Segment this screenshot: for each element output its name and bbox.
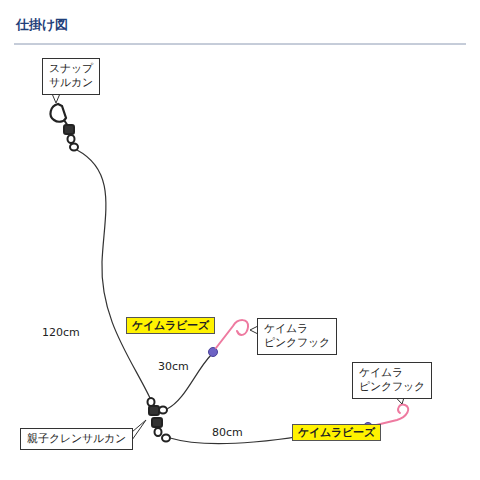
diagram-title: 仕掛け図: [16, 16, 68, 34]
triple-swivel: [148, 398, 171, 442]
callout-box: 親子クレンサルカン: [20, 428, 133, 450]
part-name: ケイムラビーズ: [298, 426, 375, 439]
hook: [372, 405, 408, 426]
callout-tail: [132, 420, 146, 440]
callout-box: ケイムラ ピンクフック: [257, 318, 337, 355]
main-line: [77, 150, 150, 398]
dimension-label: 30cm: [156, 360, 191, 373]
snap-swivel: [51, 104, 78, 151]
part-name: ケイムラビーズ: [132, 319, 209, 332]
title-rule: [14, 44, 466, 45]
bead-label: ケイムラビーズ: [126, 317, 215, 334]
bead-label: ケイムラビーズ: [292, 424, 381, 441]
dimension-label: 80cm: [210, 426, 245, 439]
part-name: 親子クレンサルカン: [27, 432, 126, 446]
hook: [216, 320, 248, 348]
part-name: スナップ サルカン: [49, 62, 93, 91]
dimension-label: 120cm: [40, 326, 82, 339]
part-name: ケイムラ ピンクフック: [264, 322, 330, 351]
part-name: ケイムラ ピンクフック: [359, 366, 425, 395]
callout-box: ケイムラ ピンクフック: [352, 362, 432, 399]
callout-box: スナップ サルカン: [42, 58, 100, 95]
callout-tail: [52, 94, 60, 103]
